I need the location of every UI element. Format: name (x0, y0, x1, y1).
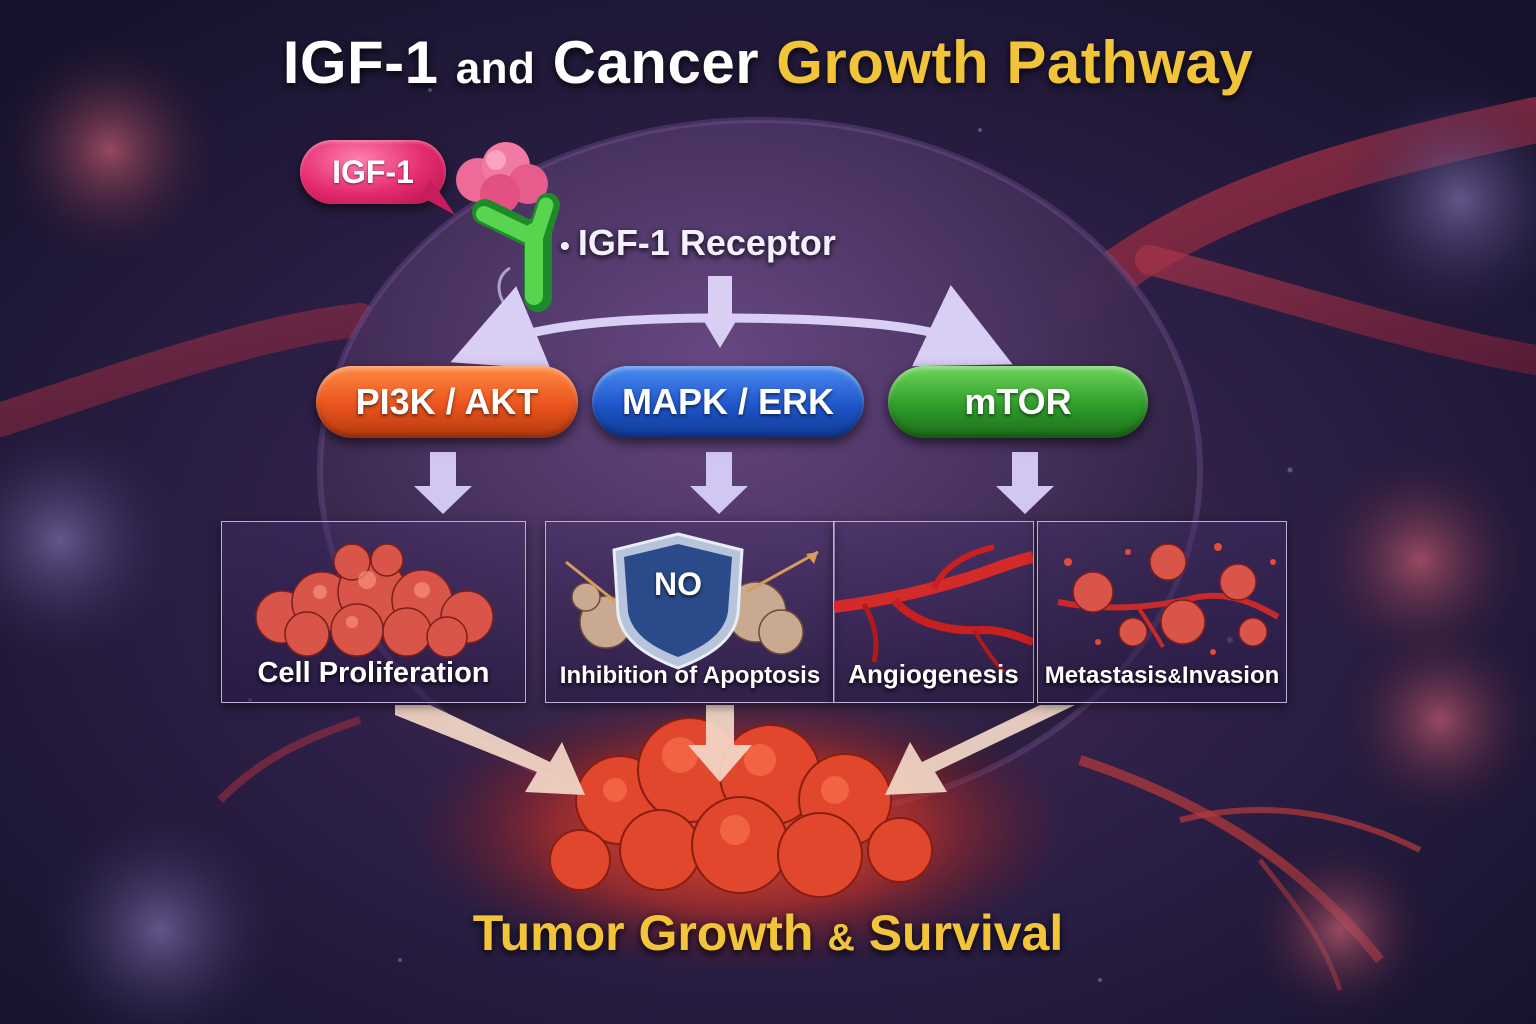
outcome-label: Cell Proliferation (257, 657, 490, 689)
result-amp: & (827, 917, 855, 959)
title-part-growth: Growth Pathway (776, 29, 1254, 96)
pathway-mtor: mTOR (888, 366, 1148, 438)
receptor-label-text: IGF-1 Receptor (577, 222, 836, 263)
title-part-igf: IGF-1 (282, 29, 439, 96)
metastasis-cluster-icon (1057, 543, 1280, 655)
outcome-label: Angiogenesis (848, 659, 1019, 689)
igf1-receptor-label: •IGF-1 Receptor (560, 222, 836, 264)
result-label: Tumor Growth & Survival (0, 904, 1536, 962)
shield-icon (612, 532, 744, 670)
igf1-ligand-label: IGF-1 (300, 140, 446, 204)
pathway-to-outcome-arrows (414, 452, 1054, 514)
receptor-to-pathway-arrows (450, 266, 1013, 370)
pathway-pi3k-akt: PI3K / AKT (316, 366, 578, 438)
blood-vessel-icon (834, 544, 1033, 674)
result-part1: Tumor Growth (472, 905, 814, 961)
outcome-angiogenesis: Angiogenesis (833, 521, 1034, 703)
outcome-label-amp: & (1167, 666, 1182, 688)
result-part2: Survival (868, 905, 1064, 961)
outcome-label-part2: Invasion (1181, 662, 1280, 689)
outcome-label: Inhibition of Apoptosis (559, 662, 821, 689)
title-part-and: and (455, 44, 536, 93)
outcome-label-part1: Metastasis (1044, 662, 1168, 689)
pathway-mapk-erk: MAPK / ERK (592, 366, 864, 438)
shield-no-badge: NO (654, 566, 702, 602)
receptor-bullet: • (560, 230, 570, 261)
outcome-label: Metastasis&Invasion (1038, 662, 1286, 690)
title-part-cancer: Cancer (552, 29, 760, 96)
diagram-title: IGF-1 and Cancer Growth Pathway (0, 28, 1536, 97)
outcome-to-result-arrows (395, 705, 1075, 795)
apoptosis-illustration (565, 532, 819, 670)
outcome-inhibition-of-apoptosis: NO Inhibition of Apoptosis (545, 521, 835, 703)
outcome-cell-proliferation: Cell Proliferation (221, 521, 526, 703)
outcome-metastasis-invasion: Metastasis&Invasion (1037, 521, 1287, 703)
proliferation-cluster-icon (255, 543, 494, 658)
